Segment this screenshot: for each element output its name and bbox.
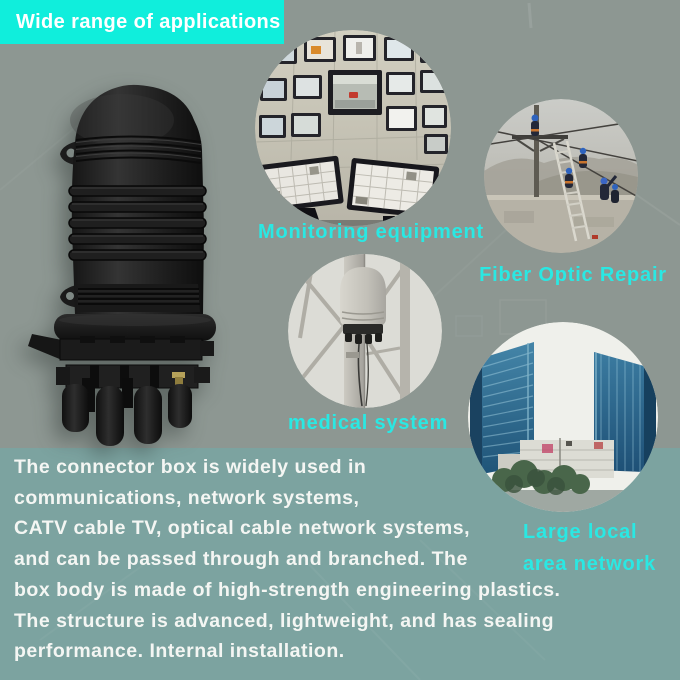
description-line: The connector box is widely used in — [14, 456, 367, 478]
worker-figures — [531, 114, 619, 239]
label-area-network: area network — [523, 553, 656, 575]
large-lan-photo — [468, 322, 658, 512]
dome-ribs — [68, 185, 207, 261]
cable-ports — [62, 378, 192, 446]
banner-title: Wide range of applications — [16, 10, 281, 33]
medical-system-photo — [288, 254, 442, 408]
product-description: The connector box is widely used in comm… — [14, 452, 560, 667]
monitoring-equipment-photo — [255, 30, 451, 226]
label-large-local: Large local — [523, 521, 638, 543]
cable-clamp — [28, 334, 214, 389]
description-line: The structure is advanced, lightweight, … — [14, 609, 555, 632]
description-line: CATV cable TV, optical cable network sys… — [14, 517, 470, 540]
label-monitoring-equipment: Monitoring equipment — [258, 221, 484, 243]
description-line: communications, network systems, — [14, 486, 360, 509]
fiber-optic-repair-photo — [484, 99, 638, 253]
description-line: and can be passed through and branched. … — [14, 548, 468, 571]
product-image-splice-closure — [28, 84, 216, 446]
banner: Wide range of applications — [0, 0, 284, 44]
label-fiber-optic-repair: Fiber Optic Repair — [479, 264, 667, 286]
description-line: performance. Internal installation. — [14, 640, 345, 663]
label-medical-system: medical system — [288, 412, 449, 434]
description-line: box body is made of high-strength engine… — [14, 578, 561, 601]
